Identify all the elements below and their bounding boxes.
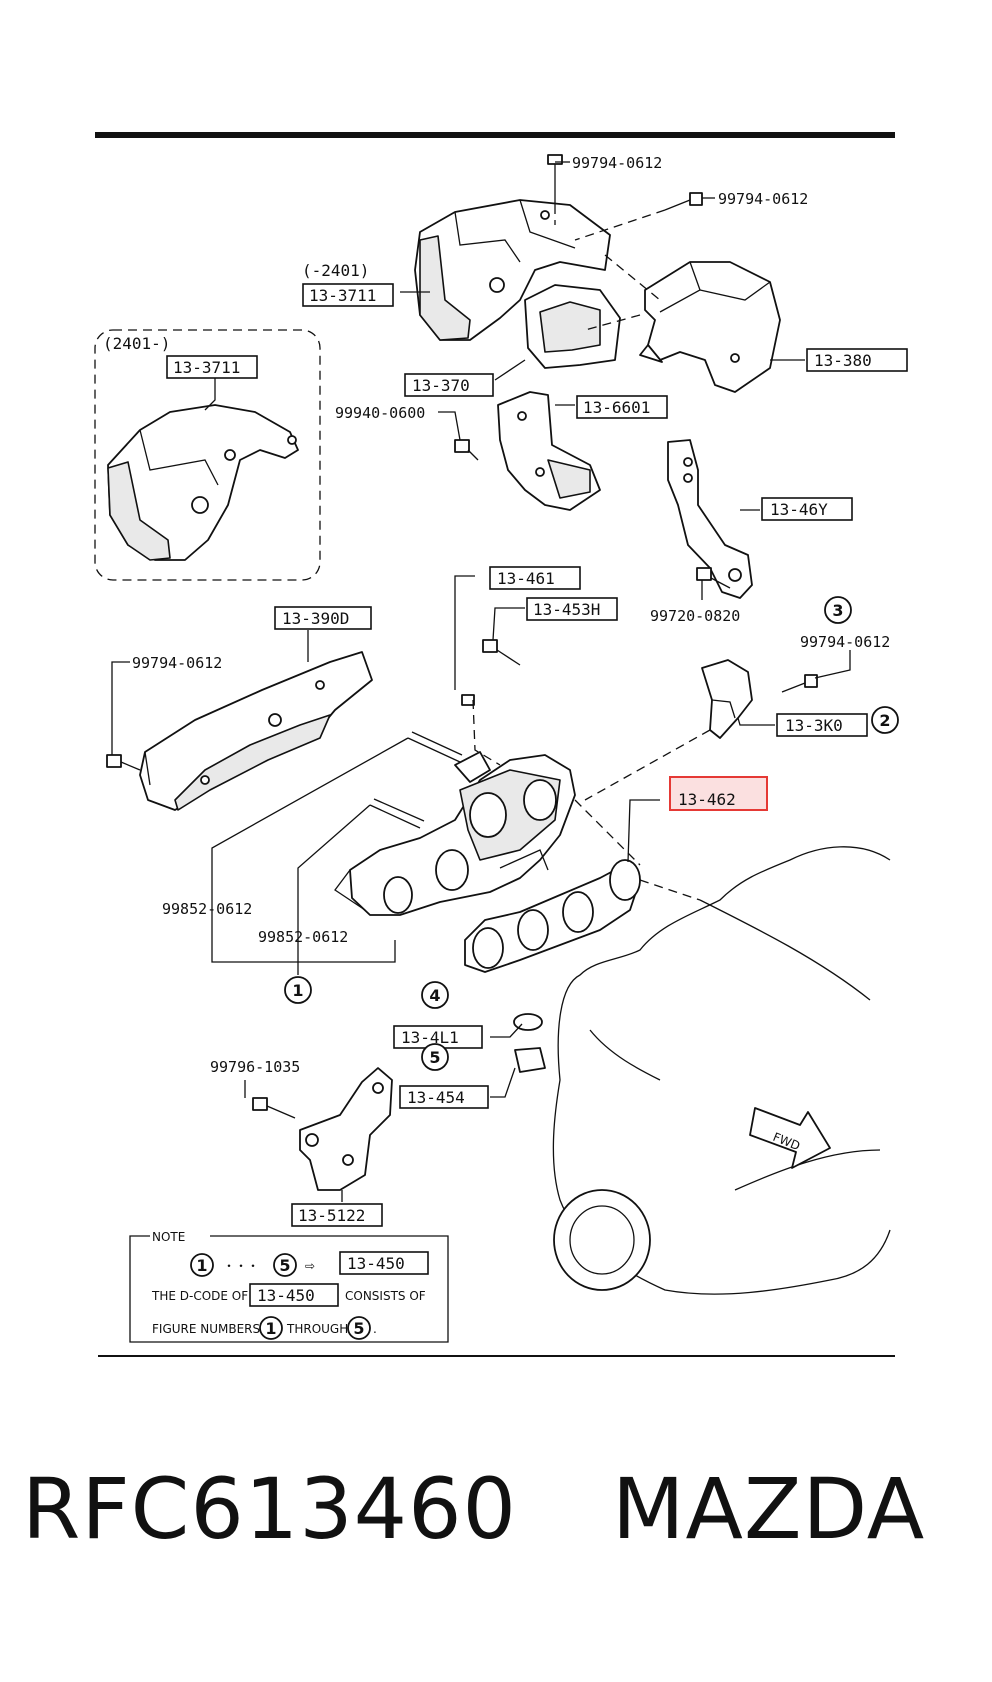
box-13-380 xyxy=(806,348,908,372)
label-bolt-1035: 99796-1035 xyxy=(210,1058,300,1076)
label-range-new: (2401-) xyxy=(103,334,170,353)
note-box: NOTE 1 ・・・ 5 ⇨ 13-450 THE D-CODE OF 13-4… xyxy=(129,1230,449,1343)
label-13-370: 13-370 xyxy=(412,376,470,395)
heat-insulator-alt xyxy=(107,404,299,561)
note-circle-5b-label: 5 xyxy=(353,1319,364,1338)
note-circle-1-label: 1 xyxy=(196,1256,207,1275)
alt-group-box xyxy=(94,329,321,581)
gasket-13-462 xyxy=(464,859,641,973)
bolts xyxy=(106,154,818,1119)
highlight-box xyxy=(669,776,768,811)
note-circle-1b xyxy=(259,1316,283,1340)
label-13-5122: 13-5122 xyxy=(298,1206,365,1225)
box-13-5122 xyxy=(291,1203,383,1227)
bracket-13-6601 xyxy=(497,391,601,511)
label-13-6601: 13-6601 xyxy=(583,398,650,417)
label-bolt-right: 99794-0612 xyxy=(800,633,890,651)
label-13-462: 13-462 xyxy=(678,790,736,809)
leader-lines xyxy=(111,161,851,1202)
circle-1-label: 1 xyxy=(292,981,303,1000)
note-line3-a: FIGURE NUMBERS xyxy=(152,1322,260,1336)
engine-block xyxy=(552,846,891,1295)
top-rule xyxy=(95,132,895,138)
label-bolt-0600: 99940-0600 xyxy=(335,404,425,422)
circle-4 xyxy=(421,981,449,1009)
label-13-390D: 13-390D xyxy=(282,609,349,628)
label-13-453H: 13-453H xyxy=(533,600,600,619)
bottom-rule xyxy=(98,1355,895,1357)
note-kit-box xyxy=(339,1251,429,1275)
box-13-3711-a xyxy=(302,283,394,307)
nut-13-454 xyxy=(514,1047,546,1073)
label-13-461: 13-461 xyxy=(497,569,555,588)
bracket-13-46Y xyxy=(667,439,753,599)
note-circle-5-label: 5 xyxy=(279,1256,290,1275)
box-13-46Y xyxy=(761,497,853,521)
label-13-3711-b: 13-3711 xyxy=(173,358,240,377)
circle-5 xyxy=(421,1043,449,1071)
label-13-46Y: 13-46Y xyxy=(770,500,828,519)
heat-insulator-upper xyxy=(414,199,611,341)
exhaust-manifold xyxy=(334,751,576,916)
dashed-guides xyxy=(472,205,711,901)
circle-5-label: 5 xyxy=(429,1048,440,1067)
note-line2-b: CONSISTS OF xyxy=(345,1289,426,1303)
label-13-454: 13-454 xyxy=(407,1088,465,1107)
box-13-453H xyxy=(526,597,618,621)
circle-3 xyxy=(824,596,852,624)
footer: RFC613460 MAZDA xyxy=(0,1460,992,1580)
label-bolt-top: 99794-0612 xyxy=(572,154,662,172)
note-code-box xyxy=(249,1283,339,1307)
note-circle-1b-label: 1 xyxy=(265,1319,276,1338)
label-bolt-top-right: 99794-0612 xyxy=(718,190,808,208)
label-13-3711-a: 13-3711 xyxy=(309,286,376,305)
note-line3-end: . xyxy=(373,1322,377,1336)
circle-2-label: 2 xyxy=(879,711,890,730)
box-13-3711-b xyxy=(166,355,258,379)
insulator-13-370 xyxy=(524,284,621,369)
box-13-6601 xyxy=(576,395,668,419)
note-line2-a: THE D-CODE OF xyxy=(151,1289,248,1303)
bracket-13-5122 xyxy=(299,1067,393,1191)
bracket-13-3K0 xyxy=(701,659,753,739)
note-title: NOTE xyxy=(152,1230,185,1244)
note-line2-code: 13-450 xyxy=(257,1286,315,1305)
note-sep: ・・・ xyxy=(223,1259,259,1273)
box-13-3K0 xyxy=(776,713,868,737)
label-bolt-0820: 99720-0820 xyxy=(650,607,740,625)
note-circle-5b xyxy=(347,1316,371,1340)
insulator-13-380 xyxy=(639,261,781,393)
label-range-old: (-2401) xyxy=(302,261,369,280)
note-line3-b: THROUGH xyxy=(286,1322,348,1336)
box-13-461 xyxy=(489,566,581,590)
circle-3-label: 3 xyxy=(832,601,843,620)
label-bolt-left: 99794-0612 xyxy=(132,654,222,672)
note-arrow: ⇨ xyxy=(305,1259,315,1273)
box-13-390D xyxy=(274,606,372,630)
box-13-370 xyxy=(404,373,494,397)
note-kit-code: 13-450 xyxy=(347,1254,405,1273)
circle-4-label: 4 xyxy=(429,986,440,1005)
label-13-4L1: 13-4L1 xyxy=(401,1028,459,1047)
label-stud-a: 99852-0612 xyxy=(162,900,252,918)
circle-1 xyxy=(284,976,312,1004)
label-13-380: 13-380 xyxy=(814,351,872,370)
shield-13-390D xyxy=(139,651,373,811)
note-circle-5 xyxy=(273,1253,297,1277)
footer-part-number: RFC613460 xyxy=(22,1460,517,1558)
footer-brand: MAZDA xyxy=(612,1460,926,1558)
label-13-3K0: 13-3K0 xyxy=(785,716,843,735)
note-circle-1 xyxy=(190,1253,214,1277)
label-stud-b: 99852-0612 xyxy=(258,928,348,946)
box-13-454 xyxy=(399,1085,489,1109)
circle-2 xyxy=(871,706,899,734)
